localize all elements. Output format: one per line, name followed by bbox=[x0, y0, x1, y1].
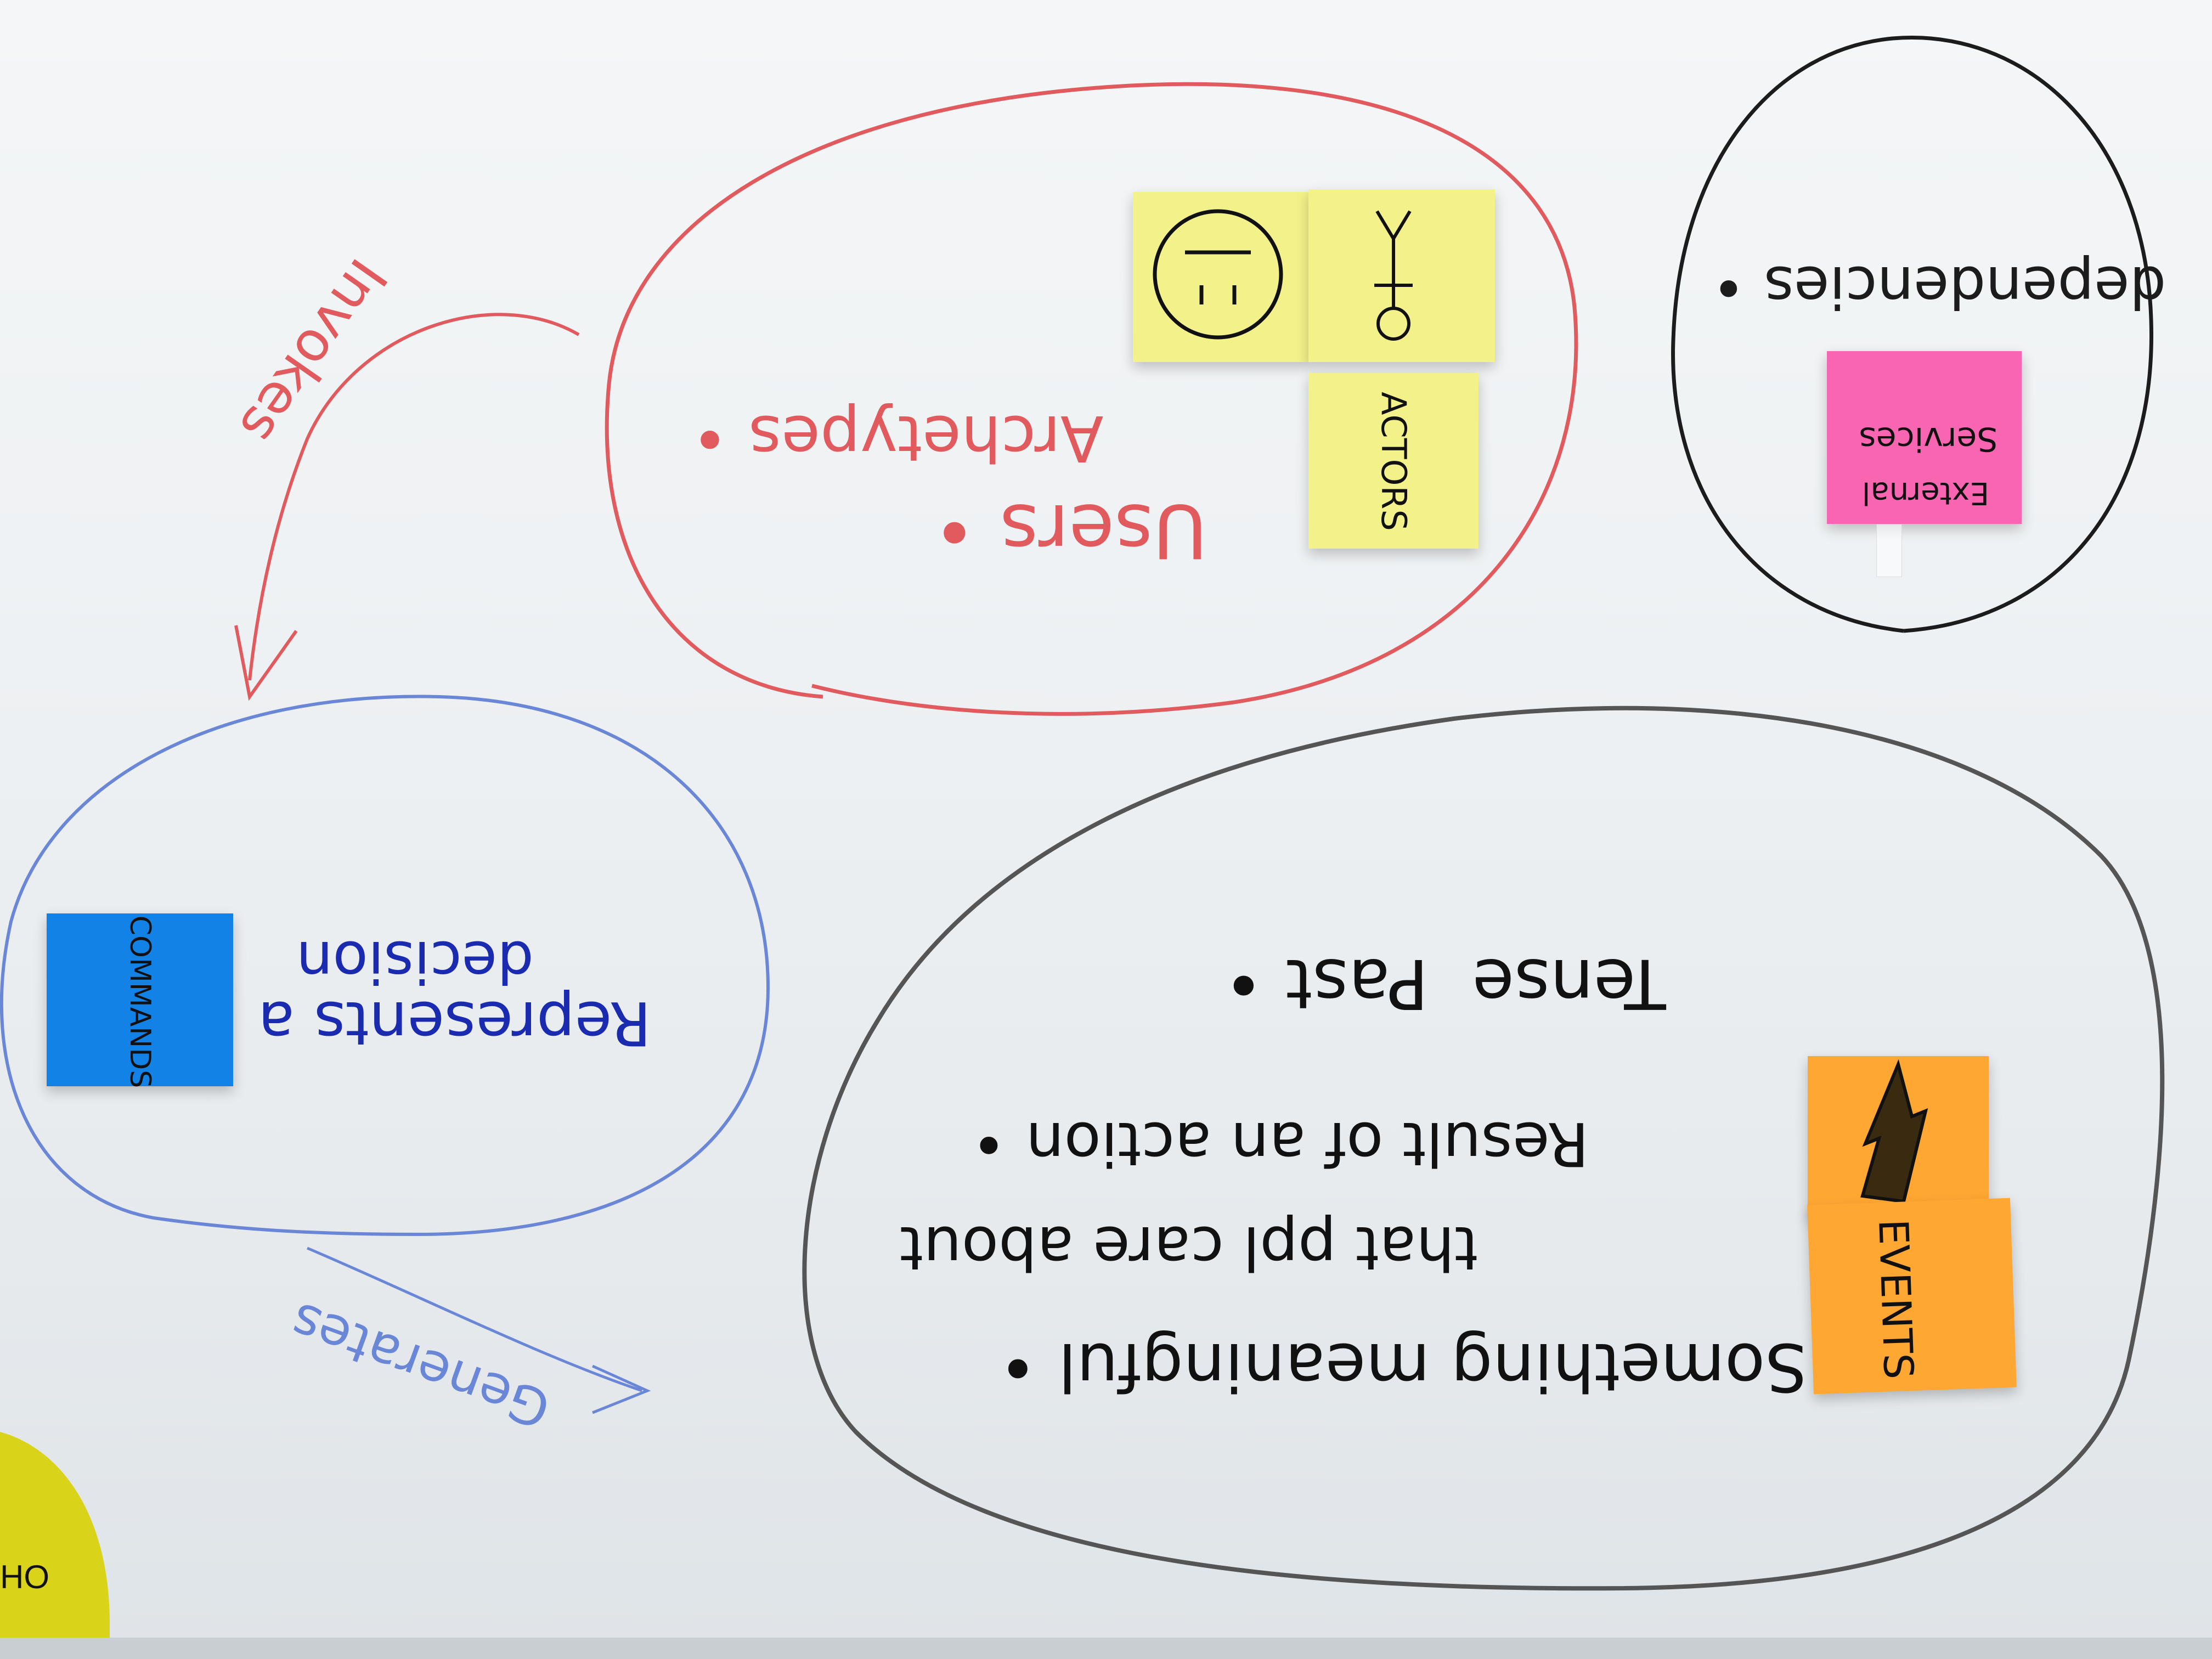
commands-label: COMMANDS bbox=[123, 915, 156, 1088]
blue-generates-arrowhead bbox=[591, 1364, 651, 1414]
past-label: Past bbox=[1285, 944, 1429, 1023]
something-meaningful-text: Something meaningful • bbox=[998, 1328, 1807, 1404]
archetypes-text: Archetypes • bbox=[691, 401, 1104, 475]
dependencies-label: dependencies bbox=[1764, 253, 2166, 320]
lightning-bolt-icon bbox=[1860, 1059, 1928, 1204]
actors-label: ACTORS bbox=[1374, 392, 1414, 531]
red-invokes-arrowhead bbox=[234, 625, 298, 701]
external-label: External bbox=[1861, 475, 1990, 511]
events-sticky: EVENTS bbox=[1807, 1198, 2017, 1395]
red-invokes-arrow bbox=[248, 313, 580, 681]
result-label: Result of an action bbox=[1025, 1109, 1589, 1179]
commands-sticky: COMMANDS bbox=[47, 913, 233, 1088]
archetypes-label: Archetypes bbox=[748, 401, 1104, 475]
tense-label: Tense bbox=[1472, 944, 1666, 1023]
event-icon-sticky bbox=[1808, 1056, 1989, 1218]
tape-strip bbox=[1876, 524, 1902, 577]
decision-text: decision bbox=[296, 928, 534, 995]
stick-figure-icon bbox=[1374, 210, 1413, 341]
face-icon bbox=[1153, 209, 1283, 340]
users-label: Users bbox=[1000, 488, 1207, 574]
past-tense-text: Tense Past • bbox=[1223, 944, 1666, 1023]
external-services-sticky: External Services bbox=[1827, 351, 2022, 524]
decision-label: decision bbox=[296, 928, 534, 995]
board-ledge bbox=[0, 1638, 2212, 1659]
represents-text: Represents a bbox=[258, 988, 651, 1058]
services-label: Services bbox=[1859, 420, 1998, 458]
represents-label: Represents a bbox=[258, 988, 651, 1058]
grey-events-circle bbox=[802, 706, 2165, 1591]
ppl-care-label: that ppl care about bbox=[900, 1213, 1479, 1283]
blue-commands-circle bbox=[0, 695, 770, 1237]
users-text: Users • bbox=[933, 488, 1207, 574]
yellow-corner-disc bbox=[0, 1432, 110, 1659]
dependencies-text: dependencies • bbox=[1712, 253, 2166, 320]
corner-disc-label: HO bbox=[0, 1559, 49, 1595]
something-meaningful-label: Something meaningful bbox=[1058, 1328, 1807, 1404]
actor-figure-sticky bbox=[1308, 189, 1495, 362]
events-label: EVENTS bbox=[1869, 1218, 1922, 1380]
red-actors-circle bbox=[605, 82, 1578, 716]
blue-generates-arrow bbox=[307, 1246, 642, 1392]
face-sticky bbox=[1133, 192, 1308, 362]
ppl-care-text: that ppl care about bbox=[900, 1213, 1478, 1283]
black-dependencies-circle bbox=[1671, 36, 2153, 633]
result-text: Result of an action • bbox=[971, 1109, 1589, 1179]
actors-sticky: ACTORS bbox=[1308, 373, 1479, 549]
